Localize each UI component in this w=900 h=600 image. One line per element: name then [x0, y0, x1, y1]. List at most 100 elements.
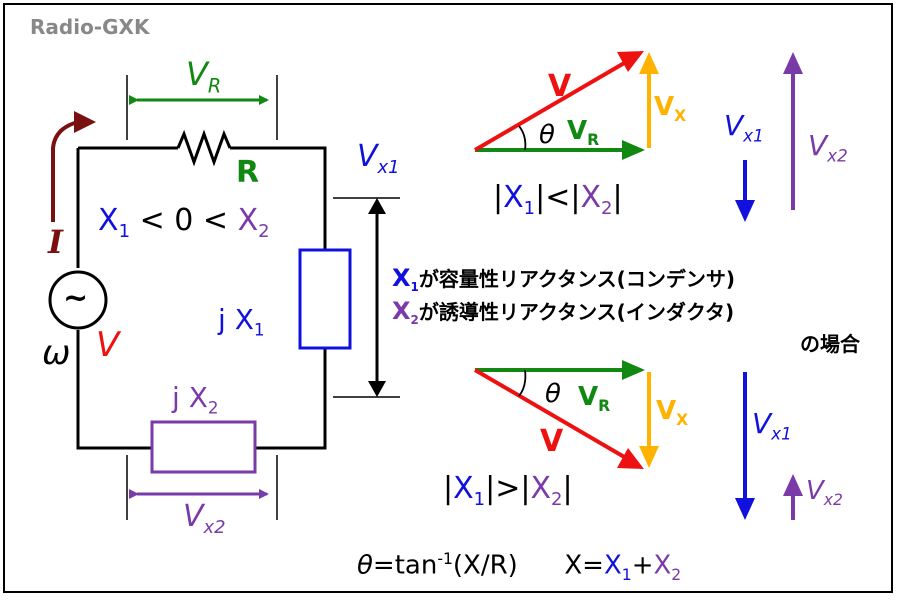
formula-plus: + [631, 550, 654, 581]
top-vr-arrowhead [622, 140, 645, 160]
bottom-cmp-bar3: | [520, 471, 531, 506]
cond-x2-sub: 2 [258, 221, 270, 242]
bottom-theta-arc [518, 369, 527, 397]
top-cmp-x2-sub: 2 [601, 198, 613, 219]
bottom-vx2-main: V [806, 476, 824, 506]
formula-theta: θ [357, 550, 373, 581]
jx1-x: X [234, 303, 254, 336]
top-vx2-label: Vx2 [808, 132, 848, 164]
top-cmp-bar4: | [612, 180, 623, 215]
top-vx1-sub: x1 [743, 125, 764, 146]
jx2-box [150, 420, 257, 474]
jx1-sub: 1 [253, 319, 265, 340]
formula-x1: X [603, 550, 622, 581]
top-cmp-bar1: | [493, 180, 504, 215]
current-arrow [51, 111, 96, 222]
top-vx1-main: V [724, 109, 744, 142]
top-v-label: V [548, 69, 572, 104]
bottom-cmp-bar4: | [562, 471, 573, 506]
top-cmp-bar2: | [535, 180, 546, 215]
bottom-vx-arrowhead [639, 446, 659, 468]
vx1-dimension [333, 197, 400, 398]
bottom-cmp-x2: X [530, 471, 552, 506]
top-theta-arc [518, 125, 527, 151]
note-line2-sub: 2 [410, 313, 419, 327]
formula-line: θ=tan-1(X/R) X=X1+X2 [357, 550, 681, 584]
formula-x1-sub: 1 [621, 565, 632, 584]
formula-rest: (X/R) [452, 550, 518, 581]
cond-lt2: < [202, 203, 229, 238]
top-vr-main: V [567, 116, 588, 146]
bottom-cmp-sign: > [495, 471, 521, 506]
vx2-label: Vx2 [183, 502, 226, 537]
note-line2-text: が誘導性リアクタンス(インダクタ) [418, 300, 735, 324]
formula-x: X [564, 550, 583, 581]
cond-zero: 0 [174, 203, 194, 238]
top-phasor-diagram [473, 51, 803, 222]
formula-x2: X [653, 550, 672, 581]
bottom-vr-sub: R [598, 397, 611, 416]
resistor-label: R [236, 155, 260, 190]
bottom-cmp-x1: X [453, 471, 474, 506]
top-cmp-bar3: | [570, 180, 581, 215]
ac-source [48, 270, 108, 330]
bottom-vx-label: VX [656, 398, 688, 429]
top-vr-label: VR [567, 118, 599, 149]
bottom-vr-arrowhead [622, 360, 645, 380]
bottom-cmp-x1-sub: 1 [473, 489, 486, 510]
bottom-cmp-bar2: | [485, 471, 496, 506]
note-line1-text: が容量性リアクタンス(コンデンサ) [418, 267, 735, 291]
cond-x1-sub: 1 [118, 221, 131, 242]
top-wire-right [230, 146, 327, 250]
top-cmp-x1-sub: 1 [523, 198, 536, 219]
jx2-j: j [172, 381, 180, 414]
bottom-vx-sub: X [676, 411, 689, 430]
jx1-j: j [218, 303, 226, 336]
vx2-dimension [126, 455, 278, 520]
top-vr-sub: R [587, 131, 600, 150]
bottom-vx2-sub: x2 [823, 491, 843, 510]
jx2-x: X [188, 381, 208, 414]
top-theta-label: θ [539, 120, 555, 150]
cond-x1: X [98, 203, 119, 238]
formula-eq2: = [582, 550, 604, 581]
vx2-label-main: V [183, 499, 204, 534]
vx1-label: Vx1 [357, 142, 400, 177]
top-v-arrowhead [617, 51, 644, 72]
condition-inequality: X1 < 0 < X2 [98, 206, 270, 241]
bottom-wire-left [76, 330, 152, 450]
jx1-box [298, 248, 352, 350]
vr-dimension [126, 75, 278, 140]
note-line3: の場合 [800, 332, 860, 356]
omega-label: ω [42, 333, 71, 373]
bottom-vx-main: V [656, 396, 677, 426]
top-vx-main: V [654, 92, 675, 122]
bottom-cmp-bar1: | [443, 471, 454, 506]
bottom-comparison: |X1|>|X2| [443, 474, 573, 509]
jx2-sub: 2 [207, 397, 219, 418]
top-vx-label: VX [654, 94, 686, 125]
top-cmp-x2: X [580, 180, 602, 215]
bottom-vr-main: V [578, 382, 599, 412]
bottom-phasor-diagram [473, 360, 803, 520]
top-vx2-main: V [808, 129, 828, 162]
right-wire-lower [255, 348, 327, 450]
note-line1-sub: 1 [410, 280, 419, 294]
note-line2-x: X [392, 297, 411, 325]
bottom-vx2-label: Vx2 [806, 478, 843, 509]
outer-frame [3, 3, 893, 593]
cond-x2: X [237, 203, 259, 238]
top-vx-sub: X [674, 107, 687, 126]
current-label: I [48, 223, 63, 261]
brand-label: Radio-GXK [30, 15, 150, 39]
vx1-arrow [368, 198, 386, 397]
jx1-label: j X1 [218, 306, 265, 338]
bottom-cmp-x2-sub: 2 [551, 489, 563, 510]
top-comparison: |X1|<|X2| [493, 183, 623, 218]
top-vx2-sub: x2 [827, 145, 848, 166]
formula-sup: -1 [437, 550, 453, 568]
top-cmp-sign: < [545, 180, 571, 215]
top-vx1-label: Vx1 [724, 112, 764, 144]
note-line1: X1が容量性リアクタンス(コンデンサ) [392, 266, 735, 293]
